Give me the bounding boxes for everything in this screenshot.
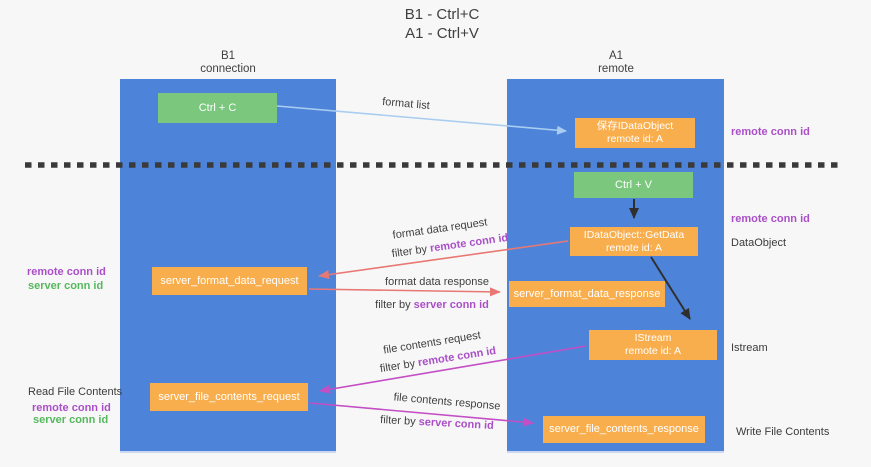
istream-line2: remote id: A <box>624 345 682 357</box>
right-remote-conn-id-paste: remote conn id <box>731 213 810 225</box>
lane-a1-title: A1 <box>608 50 624 62</box>
node-istream: IStream remote id: A <box>589 330 717 360</box>
lane-header-b1: B1 connection <box>158 50 298 76</box>
server-format-data-response-label: server_format_data_response <box>513 287 661 300</box>
node-server-file-contents-response: server_file_contents_response <box>543 416 705 443</box>
lane-b1-title: B1 <box>220 50 236 62</box>
server-conn-id-key: server conn id <box>418 416 495 432</box>
lane-header-a1: A1 remote <box>546 50 686 76</box>
diagram-title: B1 - Ctrl+C A1 - Ctrl+V <box>405 5 480 43</box>
filter-by-text: filter by <box>375 299 414 311</box>
label-format-data-response: format data response <box>385 276 489 288</box>
istream-line1: IStream <box>634 332 672 344</box>
save-dataobject-line1: 保存IDataObject <box>596 120 674 132</box>
title-line-copy: B1 - Ctrl+C <box>404 6 480 23</box>
ctrl-v-label: Ctrl + V <box>615 178 652 191</box>
right-dataobject-label: DataObject <box>731 237 787 249</box>
left-read-file-contents: Read File Contents <box>28 386 123 398</box>
left-remote-conn-id-format: remote conn id <box>27 266 106 278</box>
node-server-format-data-request: server_format_data_request <box>152 267 307 295</box>
title-line-paste: A1 - Ctrl+V <box>405 25 479 42</box>
node-ctrl-v: Ctrl + V <box>574 172 693 198</box>
server-format-data-request-label: server_format_data_request <box>160 274 299 287</box>
right-write-file-contents: Write File Contents <box>736 426 830 438</box>
getdata-line2: remote id: A <box>605 241 663 254</box>
arrow-format-data-response <box>308 287 501 297</box>
node-save-dataobject: 保存IDataObject remote id: A <box>575 118 695 148</box>
node-server-format-data-response: server_format_data_response <box>509 281 665 307</box>
server-file-contents-request-label: server_file_contents_request <box>158 390 300 403</box>
right-remote-conn-id-clipboard: remote conn id <box>731 126 810 138</box>
filter-by-text: filter by <box>379 414 419 429</box>
label-file-contents-response: file contents response <box>393 391 501 413</box>
server-file-contents-response-label: server_file_contents_response <box>549 423 699 435</box>
ctrl-c-label: Ctrl + C <box>198 101 237 114</box>
server-conn-id-key: server conn id <box>413 299 489 311</box>
left-server-conn-id-format: server conn id <box>28 280 104 292</box>
filter-by-text: filter by <box>379 357 420 376</box>
label-format-list: format list <box>381 95 431 113</box>
node-idataobject-getdata: IDataObject::GetData remote id: A <box>570 227 698 256</box>
getdata-line1: IDataObject::GetData <box>583 228 685 241</box>
lane-a1-subtitle: remote <box>598 63 634 75</box>
left-remote-conn-id-file: remote conn id <box>32 402 111 414</box>
node-server-file-contents-request: server_file_contents_request <box>150 383 308 411</box>
node-ctrl-c: Ctrl + C <box>158 93 277 123</box>
save-dataobject-line2: remote id: A <box>606 133 664 145</box>
label-filter-format-response: filter by server conn id <box>375 299 489 311</box>
remote-conn-id-key: remote conn id <box>429 231 509 255</box>
left-server-conn-id-file: server conn id <box>33 414 109 426</box>
lane-b1-subtitle: connection <box>200 63 256 75</box>
label-filter-file-response: filter by server conn id <box>380 414 494 432</box>
right-istream-label: Istream <box>731 342 768 354</box>
filter-by-text: filter by <box>391 242 431 261</box>
